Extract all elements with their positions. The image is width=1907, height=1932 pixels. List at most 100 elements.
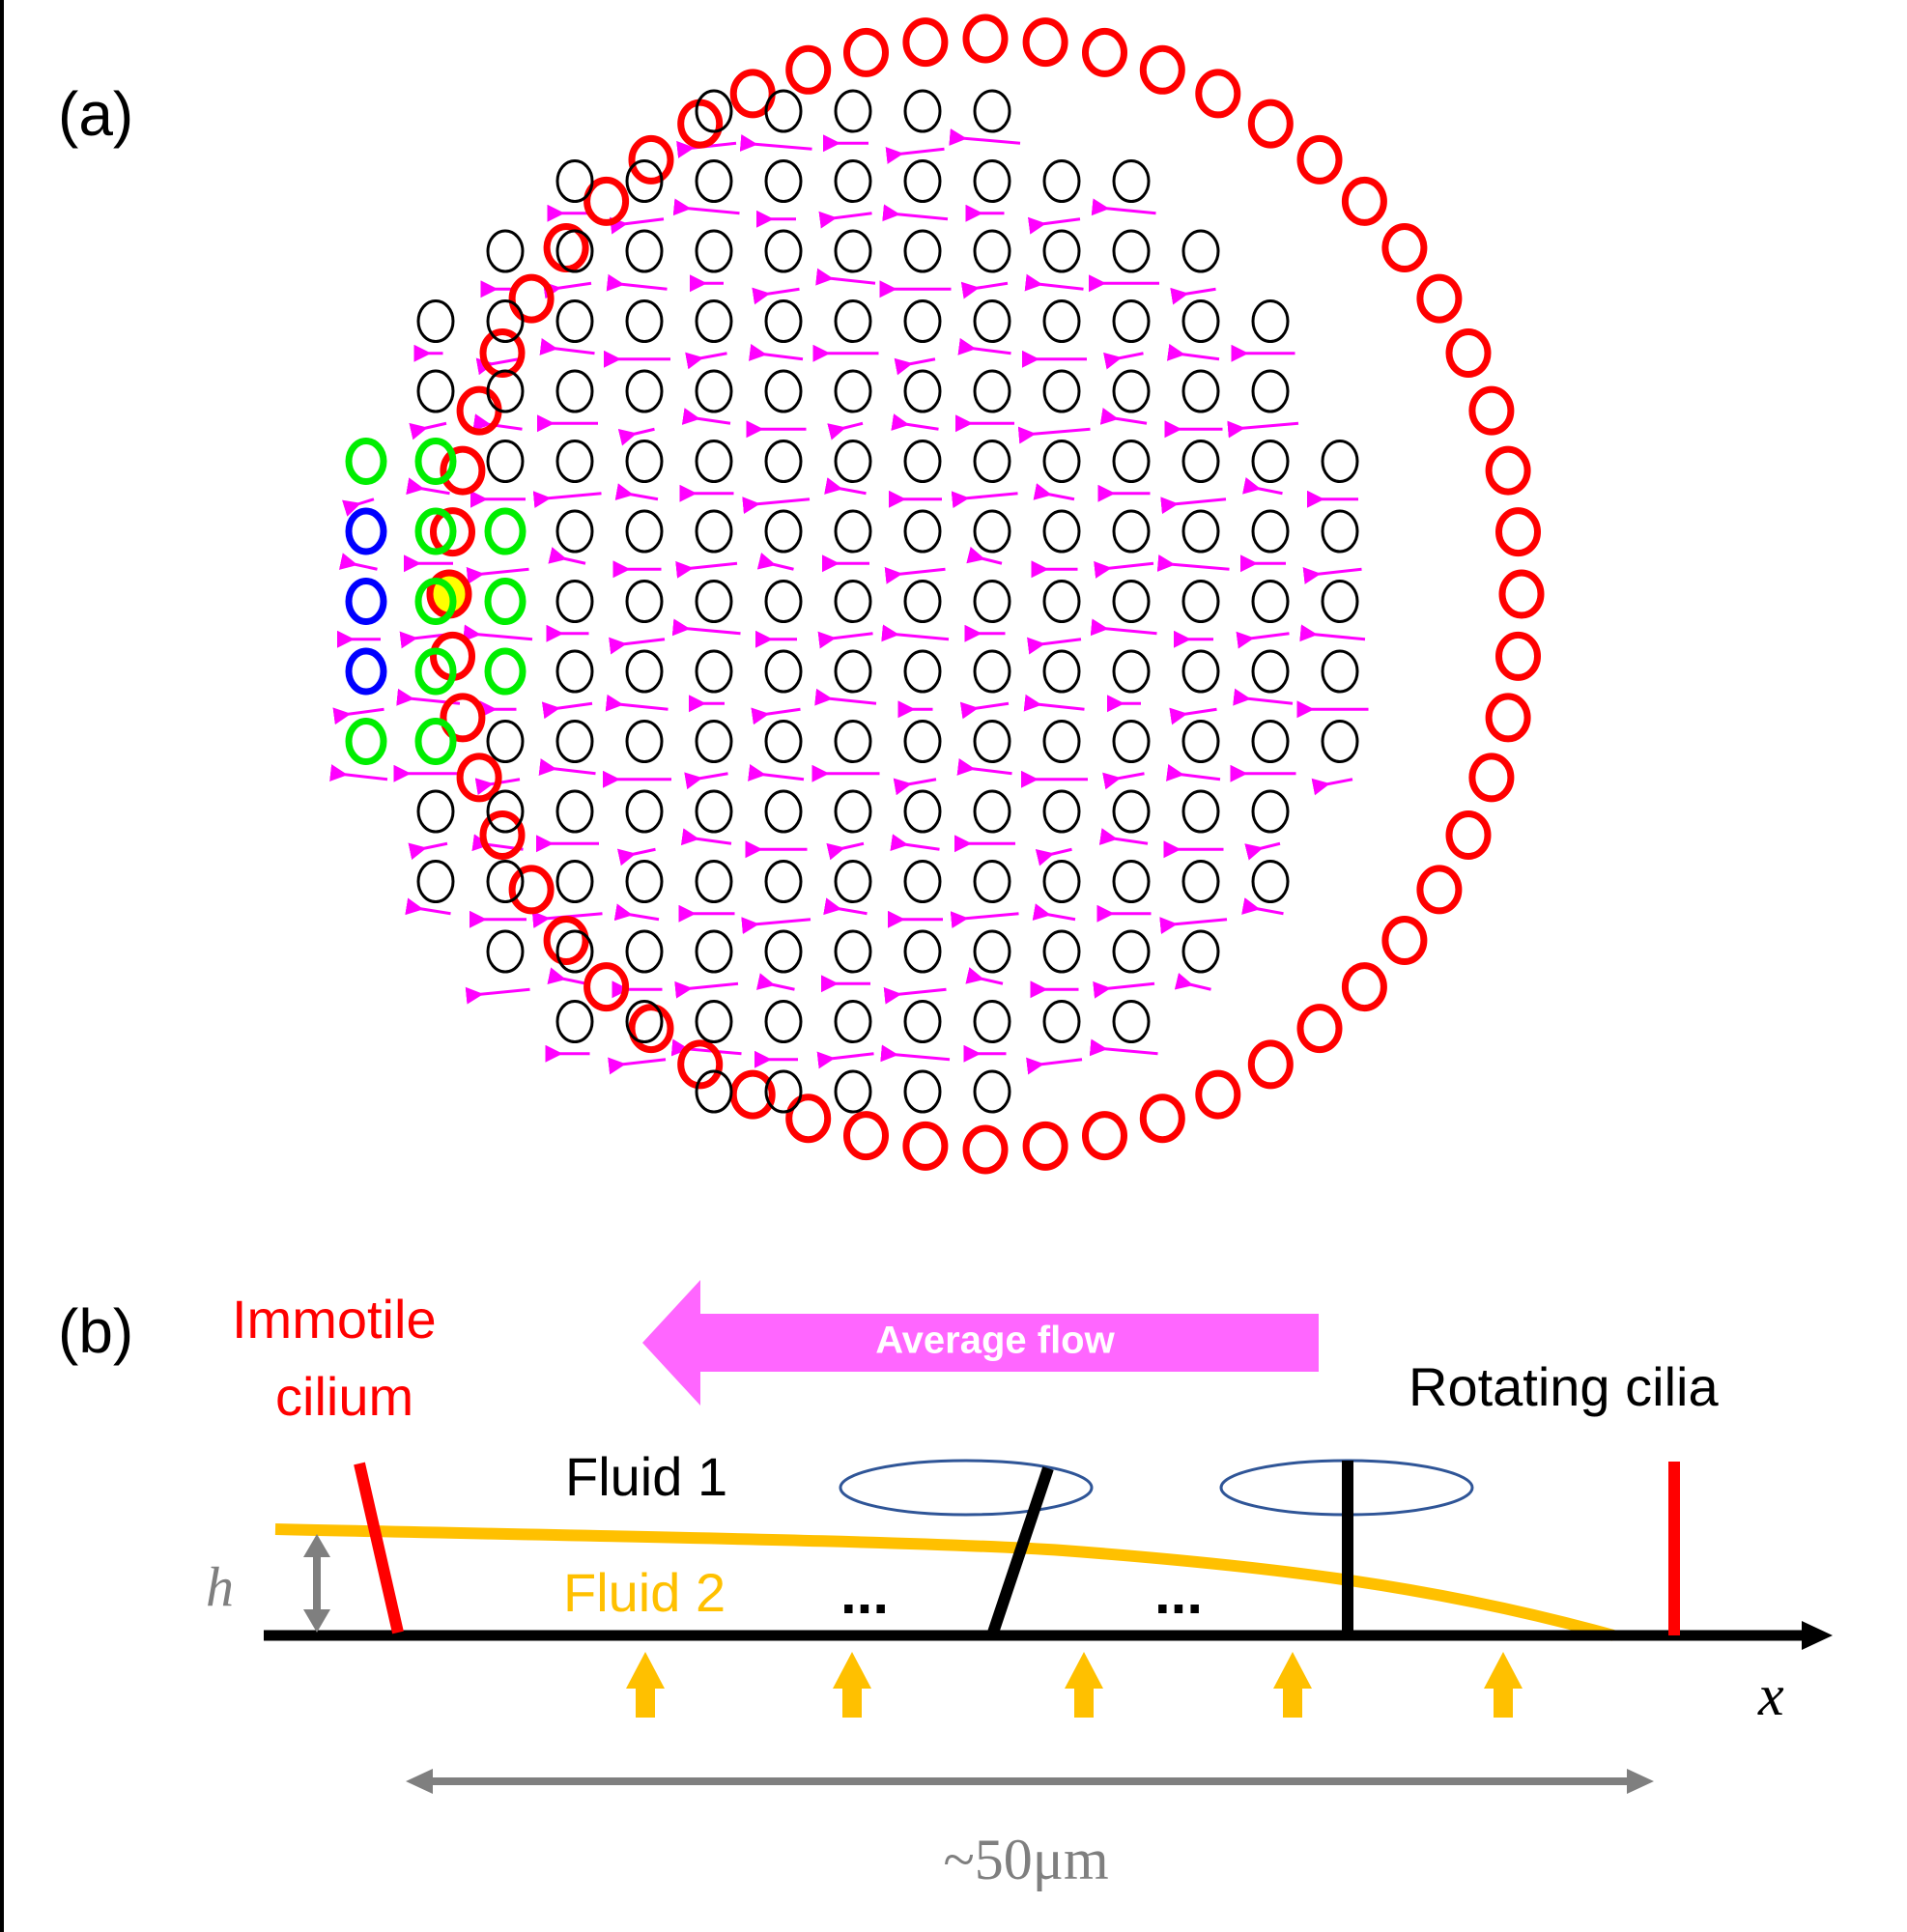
boundary-cilium: [1296, 1004, 1343, 1054]
interior-cilium: [973, 789, 1011, 834]
h-symbol: h: [206, 1555, 234, 1618]
interior-cilium: [1251, 369, 1290, 413]
boundary-cilium: [628, 134, 674, 185]
boundary-cilium: [479, 328, 526, 378]
interior-cilium: [695, 229, 733, 273]
interior-cilium: [625, 299, 664, 343]
flow-arrow: [1299, 624, 1366, 642]
interior-cilium: [1181, 860, 1220, 903]
nearest-neighbor-cilium: [345, 647, 387, 696]
interior-cilium: [1042, 369, 1081, 413]
interior-cilium: [1112, 440, 1151, 483]
panel-a-label: (a): [58, 79, 133, 149]
interior-cilium: [834, 789, 872, 834]
flow-arrow: [1160, 497, 1227, 515]
interior-cilium: [695, 440, 733, 483]
scale-bar: ~50μm: [406, 1769, 1654, 1891]
interior-cilium: [1112, 299, 1151, 343]
boundary-cilium: [677, 99, 724, 149]
flow-arrow: [463, 624, 533, 642]
boundary-cilium: [785, 44, 832, 95]
flow-arrow: [1165, 763, 1221, 781]
interior-cilium: [625, 649, 664, 694]
interior-cilium: [834, 229, 872, 273]
interior-cilium: [834, 369, 872, 413]
interior-cilium: [764, 580, 803, 623]
immotile-label-line2: cilium: [275, 1366, 413, 1427]
interior-cilium: [1321, 720, 1359, 763]
flow-arrow: [1103, 352, 1144, 370]
flow-arrow: [609, 216, 665, 235]
flow-arrow: [685, 352, 727, 370]
flow-arrow: [1227, 420, 1299, 439]
boundary-cilium: [456, 753, 502, 803]
fluid2-label: Fluid 2: [563, 1562, 726, 1623]
near-neighbor-cilium: [484, 578, 527, 625]
flow-arrow: [1311, 778, 1353, 796]
flow-arrow: [1102, 772, 1145, 790]
boundary-cilium: [1195, 69, 1241, 119]
flow-arrow: [332, 707, 384, 725]
interior-cilium: [416, 299, 455, 343]
flow-arrow: [681, 408, 731, 425]
interior-cilium: [1181, 929, 1220, 974]
flow-arrow: [827, 421, 864, 440]
interior-cilium: [764, 860, 803, 903]
interior-cilium: [903, 649, 942, 694]
interior-cilium: [416, 369, 455, 413]
boundary-cilium: [1082, 1111, 1127, 1161]
flow-arrow: [608, 1057, 667, 1075]
flow-arrow: [1169, 707, 1217, 725]
flow-arrow: [680, 828, 732, 846]
interior-cilium: [1042, 229, 1081, 273]
interior-cilium: [764, 649, 803, 694]
interior-cilium: [1251, 720, 1290, 763]
interior-cilium: [1181, 369, 1220, 413]
interior-cilium: [973, 159, 1011, 203]
boundary-cilium: [1139, 44, 1185, 95]
interior-cilium: [1042, 860, 1081, 903]
scale-label: ~50μm: [943, 1828, 1108, 1891]
flow-arrow: [966, 546, 1003, 565]
flow-arrow: [605, 694, 669, 712]
interior-cilium: [1112, 860, 1151, 903]
flow-arrow: [739, 134, 812, 152]
interior-cilium: [695, 509, 733, 554]
boundary-cilium: [1445, 810, 1492, 860]
flow-arrow: [475, 357, 520, 376]
flow-arrow: [1241, 897, 1284, 916]
flow-arrow: [817, 631, 873, 649]
interior-cilium: [903, 929, 942, 974]
interior-cilium: [764, 299, 803, 343]
interior-cilium: [973, 720, 1011, 763]
flow-arrow: [823, 897, 868, 916]
interior-cilium: [695, 789, 733, 834]
interior-cilium: [1042, 509, 1081, 554]
boundary-cilium: [729, 69, 776, 119]
interior-cilium: [834, 159, 872, 203]
interior-cilium: [973, 299, 1011, 343]
interior-cilium: [1321, 580, 1359, 623]
interior-cilium: [1251, 649, 1290, 694]
interior-cilium: [1112, 929, 1151, 974]
interior-cilium: [555, 509, 594, 554]
interior-cilium: [834, 580, 872, 623]
boundary-cilium: [1022, 1121, 1068, 1171]
boundary-cilium: [583, 962, 630, 1012]
near-neighbor-cilium: [484, 647, 527, 696]
interior-cilia: [345, 89, 1359, 1114]
interior-cilium: [625, 369, 664, 413]
interior-cilium: [486, 299, 525, 343]
flow-arrow: [815, 268, 876, 286]
interior-cilium: [486, 369, 525, 413]
flow-arrow: [882, 204, 949, 222]
flow-arrow: [338, 553, 378, 571]
flow-arrow: [748, 343, 804, 361]
near-neighbor-cilium: [414, 647, 457, 696]
flow-arrow: [1093, 980, 1155, 999]
interior-cilium: [1181, 299, 1220, 343]
boundary-cilium: [1296, 134, 1343, 185]
flow-arrow: [1091, 198, 1156, 216]
boundary-cilium: [430, 507, 475, 557]
flow-arrow: [1090, 618, 1157, 637]
